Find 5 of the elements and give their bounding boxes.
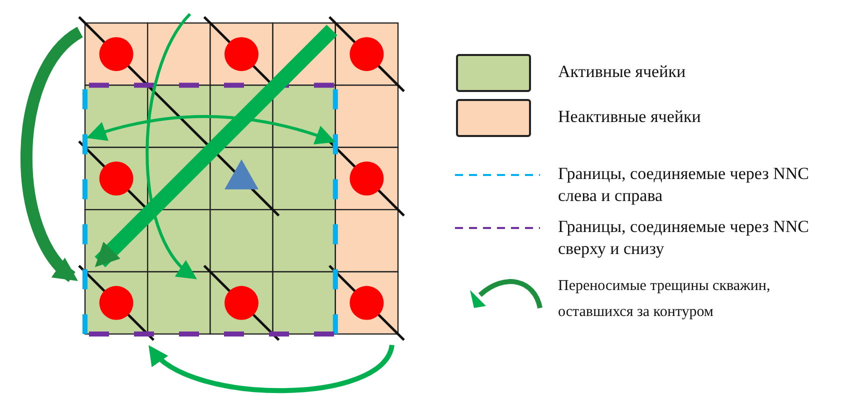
legend-label: Переносимые трещины скважин, оставшихся за контуром: [558, 277, 772, 322]
legend-label: Активные ячейки: [558, 61, 687, 83]
legend-label: Границы, соединяемые через NNC сверху и снизу: [558, 216, 810, 260]
legend-label: Неактивные ячейки: [558, 106, 702, 128]
legend-label: Границы, соединяемые через NNC слева и справа: [558, 163, 810, 207]
